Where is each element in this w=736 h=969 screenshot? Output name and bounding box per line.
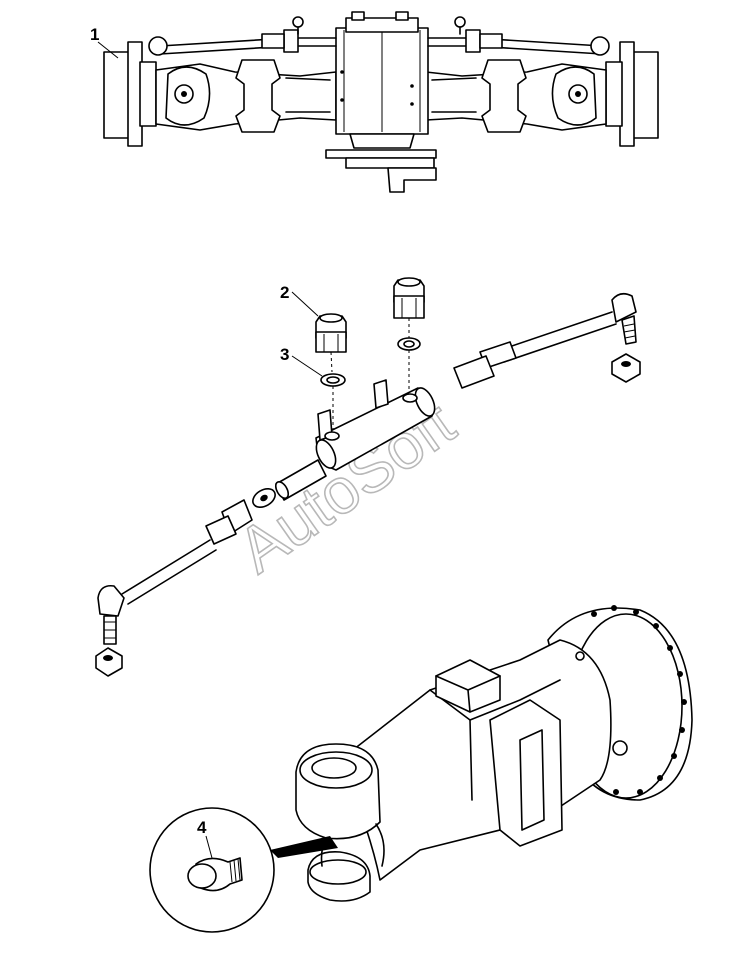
axle-housing-drawing xyxy=(295,605,693,902)
callout-4-label: 4 xyxy=(197,818,207,837)
callout-3-leader xyxy=(291,355,323,377)
axle-assembly-drawing xyxy=(103,11,659,193)
pivot-pin-detail-bubble xyxy=(149,807,338,933)
callout-4-leader xyxy=(205,835,213,859)
callout-2-label: 2 xyxy=(280,283,289,302)
callout-3-label: 3 xyxy=(280,345,289,364)
callout-1-leader xyxy=(97,41,119,59)
steering-cylinder-drawing xyxy=(95,277,641,677)
callout-2-leader xyxy=(291,291,319,317)
callout-1-label: 1 xyxy=(90,25,99,44)
